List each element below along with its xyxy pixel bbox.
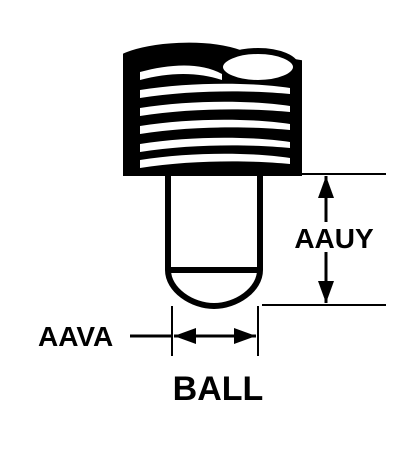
ball-end (165, 267, 263, 310)
thread-grooves (140, 65, 290, 168)
arrowhead-left (174, 328, 196, 344)
width-dimension: AAVA (38, 306, 259, 356)
arrowhead-up (318, 176, 334, 198)
arrowhead-down (318, 281, 334, 303)
thread-groove (140, 119, 290, 134)
ball-outline (165, 269, 263, 310)
threaded-head (123, 42, 302, 176)
label-backdrop (288, 222, 380, 252)
thread-groove (140, 153, 290, 168)
thread-groove (140, 65, 222, 80)
label-aava: AAVA (38, 321, 113, 352)
arrowhead-right (234, 328, 256, 344)
shank-outline (165, 174, 263, 270)
thread-groove (140, 83, 290, 98)
label-aauy: AAUY (294, 223, 374, 254)
head-top-ellipse (217, 48, 299, 86)
thread-groove (140, 101, 290, 116)
height-dimension: AAUY (262, 173, 386, 306)
caption-ball: BALL (173, 370, 264, 408)
thread-groove (140, 137, 290, 152)
